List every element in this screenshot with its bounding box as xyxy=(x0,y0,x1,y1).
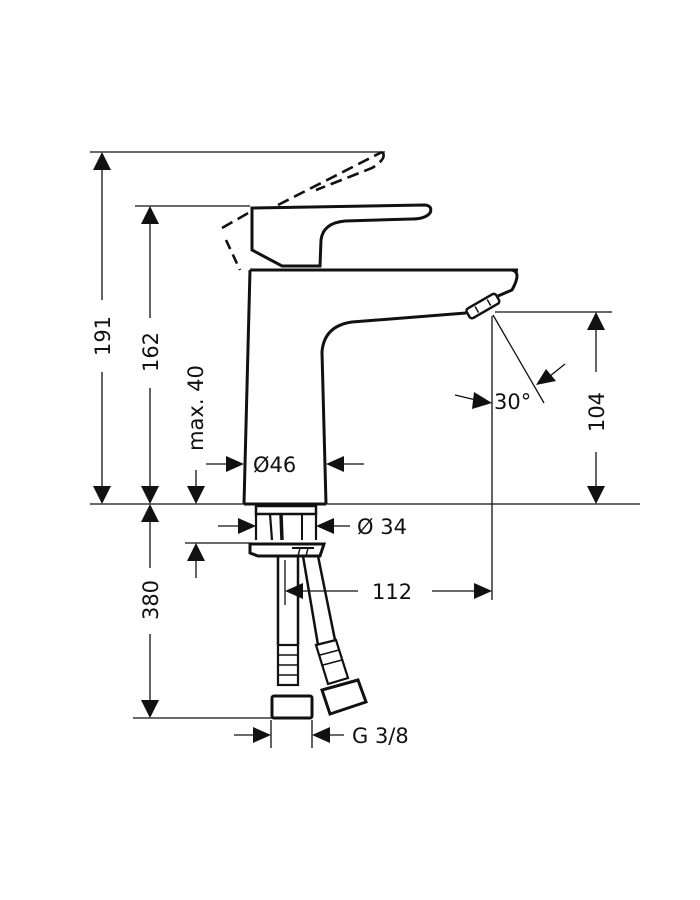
lever-handle xyxy=(250,203,433,268)
dimension-162: 162 xyxy=(139,206,163,504)
flexible-hose-left xyxy=(276,556,300,687)
arrow-right-icon xyxy=(226,456,244,472)
dim-max40-label: max. 40 xyxy=(184,365,208,451)
arrow-down-icon xyxy=(141,486,159,504)
dimension-112: 112 xyxy=(285,580,492,604)
dimension-diameter-46: Ø46 xyxy=(206,453,364,477)
arrow-up-icon xyxy=(141,504,159,522)
tap-body xyxy=(221,150,519,720)
hose-nut-right xyxy=(320,678,368,716)
arrow-up-icon xyxy=(187,543,205,561)
dimension-angle-30: 30° xyxy=(454,314,566,414)
arrow-up-icon xyxy=(141,206,159,224)
lever-open-side-dashed xyxy=(224,239,242,271)
dimension-max-40: max. 40 xyxy=(184,365,208,578)
dimension-104: 104 xyxy=(585,312,609,504)
arrow-right-icon xyxy=(474,583,492,599)
dim-162-label: 162 xyxy=(139,332,163,372)
arrow-down-icon xyxy=(187,486,205,504)
arrow-down-icon xyxy=(141,700,159,718)
arrow-left-icon xyxy=(536,369,556,385)
dim-112-label: 112 xyxy=(372,580,412,604)
arrow-right-icon xyxy=(472,392,492,409)
arrow-left-icon xyxy=(326,456,344,472)
arrow-left-icon xyxy=(312,727,330,743)
dimension-g38: G 3/8 xyxy=(234,724,409,748)
dimension-380: 380 xyxy=(139,504,163,718)
arrow-right-icon xyxy=(253,727,271,743)
tap-body-outline xyxy=(242,268,519,505)
arrow-down-icon xyxy=(93,486,111,504)
dim-diameter34-label: Ø 34 xyxy=(357,515,407,539)
aerator xyxy=(465,292,501,320)
arrow-left-icon xyxy=(285,583,303,599)
mounting-shank xyxy=(254,504,318,541)
dim-g38-label: G 3/8 xyxy=(352,724,409,748)
arrow-right-icon xyxy=(238,518,256,534)
dim-angle-label: 30° xyxy=(494,390,531,414)
dim-104-label: 104 xyxy=(585,392,609,432)
arrow-up-icon xyxy=(93,152,111,170)
dim-191-label: 191 xyxy=(91,316,115,356)
arrow-up-icon xyxy=(587,312,605,330)
hose-nut-left xyxy=(270,694,314,720)
dim-diameter46-label: Ø46 xyxy=(253,453,296,477)
spray-angle-line xyxy=(492,314,545,404)
dimension-191: 191 xyxy=(91,152,115,504)
lever-open-position-dashed xyxy=(221,150,385,230)
extension-lines xyxy=(90,151,640,748)
flexible-hose-right xyxy=(301,555,350,686)
dim-380-label: 380 xyxy=(139,580,163,620)
arrow-left-icon xyxy=(316,518,334,534)
dimension-diameter-34: Ø 34 xyxy=(218,515,407,539)
arrow-down-icon xyxy=(587,486,605,504)
fixing-nut xyxy=(248,542,327,558)
